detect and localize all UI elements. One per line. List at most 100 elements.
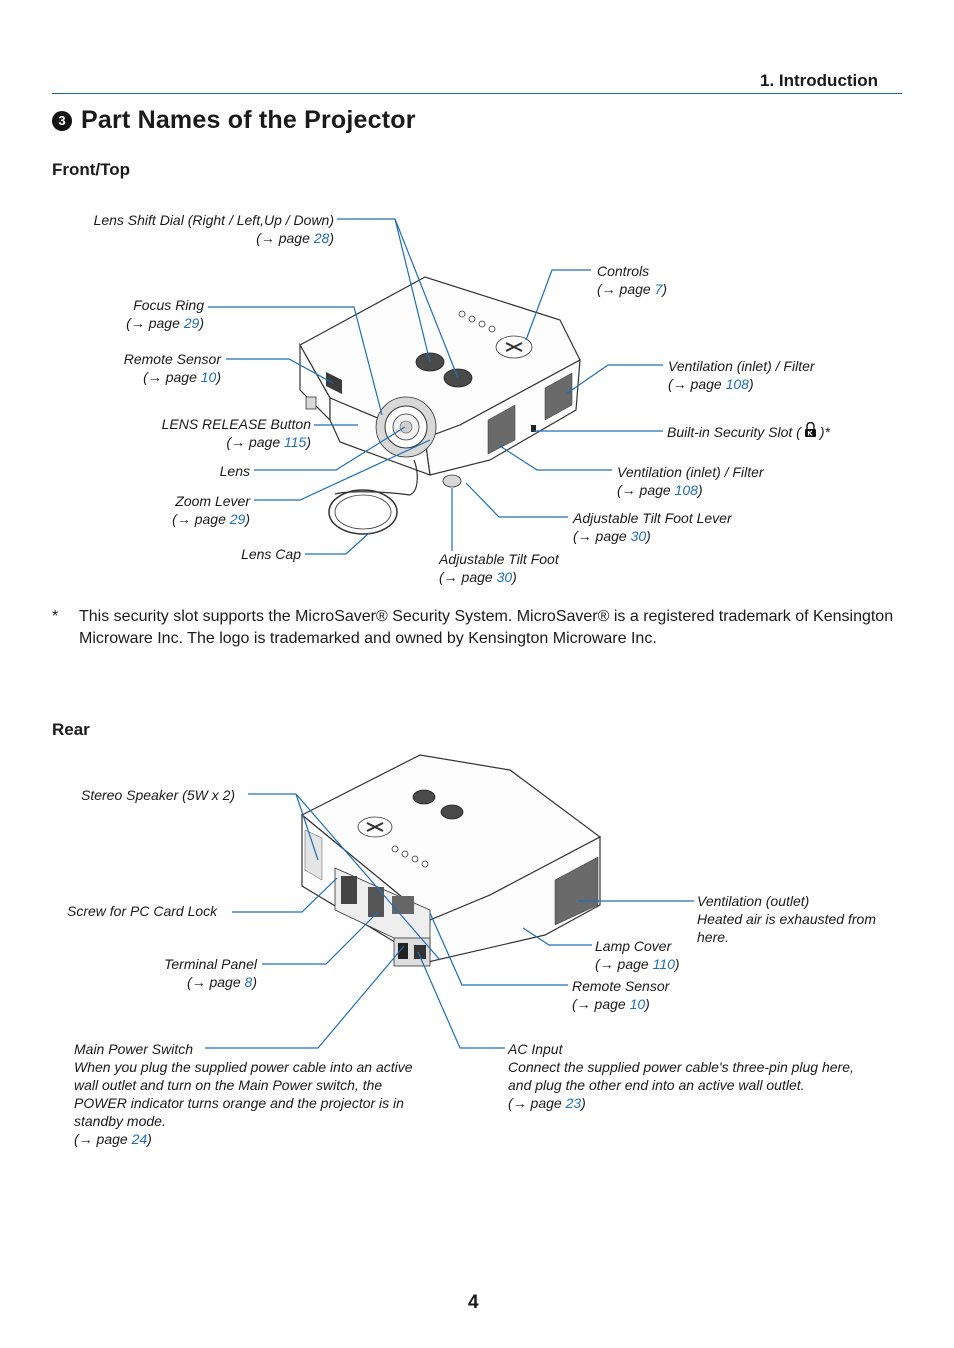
- page-ref-suffix: ): [662, 281, 668, 297]
- page-ref-prefix: (→ page: [617, 482, 675, 498]
- label-main-power-name: Main Power Switch: [74, 1041, 194, 1057]
- page-ref-prefix: (→ page: [126, 315, 184, 331]
- page-number: 4: [468, 1292, 479, 1313]
- page-ref-suffix: ): [199, 315, 204, 331]
- page-link[interactable]: 30: [496, 569, 513, 585]
- label-zoom-lever-name: Zoom Lever: [175, 493, 250, 509]
- page-ref-suffix: ): [329, 230, 334, 246]
- label-tilt-foot: Adjustable Tilt Foot (→ page 30): [439, 550, 559, 586]
- label-lamp-cover-name: Lamp Cover: [595, 938, 672, 954]
- label-vent-inlet-top: Ventilation (inlet) / Filter (→ page 108…: [668, 357, 815, 393]
- page-ref-suffix: ): [748, 376, 754, 392]
- page-title: 3 Part Names of the Projector: [52, 106, 416, 135]
- label-stereo-speaker: Stereo Speaker (5W x 2): [81, 786, 235, 804]
- page-ref-prefix: (→ page: [172, 511, 230, 527]
- page-ref-suffix: ): [645, 996, 650, 1012]
- page-ref-suffix: ): [147, 1131, 152, 1147]
- page-link[interactable]: 10: [629, 996, 646, 1012]
- page-ref-prefix: (→ page: [597, 281, 655, 297]
- label-terminal-panel: Terminal Panel (→ page 8): [140, 955, 257, 991]
- page-ref-prefix: (→ page: [595, 956, 653, 972]
- page-link[interactable]: 110: [652, 956, 675, 972]
- label-lens-release-name: LENS RELEASE Button: [161, 416, 311, 432]
- label-vent-outlet-desc: Heated air is exhausted from: [697, 911, 876, 927]
- rear-heading: Rear: [52, 720, 90, 739]
- page-link[interactable]: 24: [131, 1131, 148, 1147]
- page-link[interactable]: 29: [229, 511, 246, 527]
- page-ref-prefix: (→ page: [573, 528, 631, 544]
- label-vent-outlet-name: Ventilation (outlet): [697, 893, 810, 909]
- page-ref-suffix: ): [252, 974, 257, 990]
- front-projector-illustration: [299, 276, 581, 535]
- page-ref-suffix: ): [216, 369, 221, 385]
- page-ref-prefix: (→ page: [74, 1131, 132, 1147]
- label-main-power-switch: Main Power Switch When you plug the supp…: [74, 1040, 413, 1148]
- label-security-slot: Built-in Security Slot ( )*: [667, 421, 830, 442]
- label-ac-input: AC Input Connect the supplied power cabl…: [508, 1040, 854, 1112]
- page-link[interactable]: 23: [565, 1095, 582, 1111]
- label-vent-inlet-name: Ventilation (inlet) / Filter: [617, 464, 764, 480]
- header-rule: [52, 93, 902, 94]
- page-link[interactable]: 108: [725, 376, 749, 392]
- label-lens-shift-dial: Lens Shift Dial (Right / Left,Up / Down)…: [70, 211, 334, 247]
- label-lens-shift-dial-name: Lens Shift Dial (Right / Left,Up / Down): [93, 212, 334, 228]
- label-main-power-desc-line: wall outlet and turn on the Main Power s…: [74, 1077, 383, 1093]
- page-link[interactable]: 28: [313, 230, 330, 246]
- label-remote-sensor-rear: Remote Sensor (→ page 10): [572, 977, 669, 1013]
- page-ref-suffix: ): [306, 434, 311, 450]
- label-focus-ring: Focus Ring (→ page 29): [100, 296, 204, 332]
- label-lens-release-button: LENS RELEASE Button (→ page 115): [130, 415, 311, 451]
- label-remote-sensor-front: Remote Sensor (→ page 10): [100, 350, 221, 386]
- label-ac-input-desc-line: and plug the other end into an active wa…: [508, 1077, 805, 1093]
- page-ref-suffix: ): [581, 1095, 586, 1111]
- page-link[interactable]: 8: [244, 974, 253, 990]
- label-vent-outlet: Ventilation (outlet) Heated air is exhau…: [697, 892, 876, 946]
- label-stereo-speaker-name: Stereo Speaker (5W x 2): [81, 787, 236, 803]
- label-main-power-desc-line: When you plug the supplied power cable i…: [74, 1059, 413, 1075]
- page-ref-suffix: ): [512, 569, 517, 585]
- label-tilt-foot-lever-name: Adjustable Tilt Foot Lever: [573, 510, 732, 526]
- page-ref-prefix: (→ page: [226, 434, 284, 450]
- label-terminal-panel-name: Terminal Panel: [164, 956, 257, 972]
- label-ac-input-desc-line: Connect the supplied power cable's three…: [508, 1059, 854, 1075]
- label-lamp-cover: Lamp Cover (→ page 110): [595, 937, 680, 973]
- label-controls-name: Controls: [597, 263, 650, 279]
- label-pc-card-lock-name: Screw for PC Card Lock: [67, 903, 218, 919]
- label-security-slot-prefix: Built-in Security Slot (: [667, 424, 801, 440]
- footnote-text: This security slot supports the MicroSav…: [79, 608, 894, 647]
- page-ref-suffix: ): [697, 482, 703, 498]
- page-ref-prefix: (→ page: [143, 369, 201, 385]
- page-ref-prefix: (→ page: [668, 376, 726, 392]
- label-lens-cap-name: Lens Cap: [241, 546, 301, 562]
- page-ref-prefix: (→ page: [186, 974, 245, 990]
- label-remote-sensor-name: Remote Sensor: [123, 351, 221, 367]
- label-main-power-desc-line: standby mode.: [74, 1113, 166, 1129]
- page-link[interactable]: 7: [654, 281, 663, 297]
- label-focus-ring-name: Focus Ring: [133, 297, 204, 313]
- label-tilt-foot-name: Adjustable Tilt Foot: [439, 551, 559, 567]
- label-tilt-foot-lever: Adjustable Tilt Foot Lever (→ page 30): [573, 509, 732, 545]
- front-leader-lines: [208, 218, 663, 555]
- label-remote-sensor-name: Remote Sensor: [572, 978, 670, 994]
- label-lens-cap: Lens Cap: [200, 545, 301, 563]
- page-ref-prefix: (→ page: [256, 230, 314, 246]
- page-ref-prefix: (→ page: [508, 1095, 566, 1111]
- label-controls: Controls (→ page 7): [597, 262, 667, 298]
- label-security-slot-suffix: )*: [819, 424, 830, 440]
- page-ref-suffix: ): [674, 956, 680, 972]
- rear-projector-illustration: [300, 754, 602, 967]
- page-title-text: Part Names of the Projector: [81, 106, 416, 134]
- footnote-mark: *: [52, 608, 59, 625]
- label-vent-inlet-name: Ventilation (inlet) / Filter: [668, 358, 815, 374]
- page-link[interactable]: 29: [183, 315, 200, 331]
- label-lens-name: Lens: [219, 463, 250, 479]
- page-link[interactable]: 115: [284, 434, 307, 450]
- page-link[interactable]: 108: [674, 482, 698, 498]
- label-pc-card-lock: Screw for PC Card Lock: [67, 902, 217, 920]
- page-link[interactable]: 10: [200, 369, 217, 385]
- kensington-lock-icon: [804, 421, 817, 442]
- page-ref-prefix: (→ page: [439, 569, 497, 585]
- label-main-power-desc-line: POWER indicator turns orange and the pro…: [74, 1095, 404, 1111]
- page-link[interactable]: 30: [630, 528, 647, 544]
